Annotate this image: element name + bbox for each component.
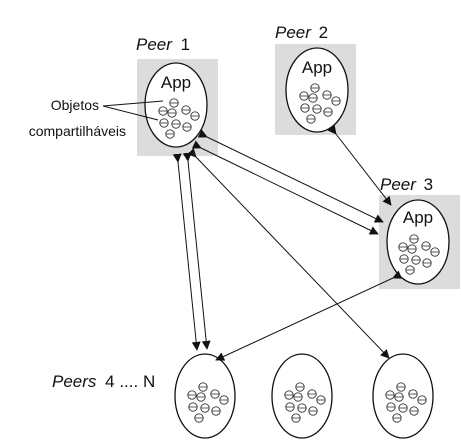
peers-4-n-label: Peers 4 .... N bbox=[52, 372, 155, 391]
edge-peer1-peern bbox=[187, 148, 390, 359]
peer-3-label-prefix: Peer bbox=[380, 175, 417, 194]
edge-peer2-peer3-a bbox=[327, 124, 392, 206]
shared-objects-annotation: Objetos compartilháveis bbox=[29, 97, 164, 139]
peer-3-label: Peer 3 bbox=[380, 175, 433, 194]
annotation-line-1: Objetos bbox=[51, 97, 99, 113]
edge-peer1-peer3-a bbox=[197, 129, 384, 223]
peer-n bbox=[372, 353, 434, 439]
peer-1-label-prefix: Peer bbox=[136, 35, 173, 54]
peer-4 bbox=[174, 353, 236, 439]
edge-peer1-peer4-a bbox=[172, 153, 201, 351]
annotation-leader-2 bbox=[102, 105, 159, 121]
peer-3-label-number: 3 bbox=[424, 175, 433, 194]
peer-2-label: Peer 2 bbox=[275, 23, 328, 42]
connections bbox=[172, 124, 403, 361]
peer-5 bbox=[271, 353, 333, 439]
peer-2: Peer 2 App bbox=[275, 23, 356, 135]
peer-2-label-number: 2 bbox=[319, 23, 328, 42]
annotation-leader-1 bbox=[102, 100, 164, 107]
edge-peer1-peer4-b bbox=[182, 152, 211, 350]
peer-1-app-label: App bbox=[161, 73, 191, 92]
peer-3-app-label: App bbox=[403, 208, 433, 227]
edge-peer3-peer4 bbox=[215, 270, 403, 361]
peer-2-app-label: App bbox=[302, 58, 332, 77]
edge-peer1-peer3-b bbox=[191, 140, 379, 235]
peer-1-label: Peer 1 bbox=[136, 35, 190, 54]
peers-4-n-label-range: 4 .... N bbox=[105, 372, 155, 391]
peer-3: Peer 3 App bbox=[379, 175, 460, 289]
annotation-line-2: compartilháveis bbox=[29, 123, 126, 139]
peer-2-label-prefix: Peer bbox=[275, 23, 312, 42]
peer-1: Peer 1 App bbox=[136, 35, 218, 156]
peers-4-n-label-prefix: Peers bbox=[52, 372, 97, 391]
peer-1-label-number: 1 bbox=[181, 35, 190, 54]
